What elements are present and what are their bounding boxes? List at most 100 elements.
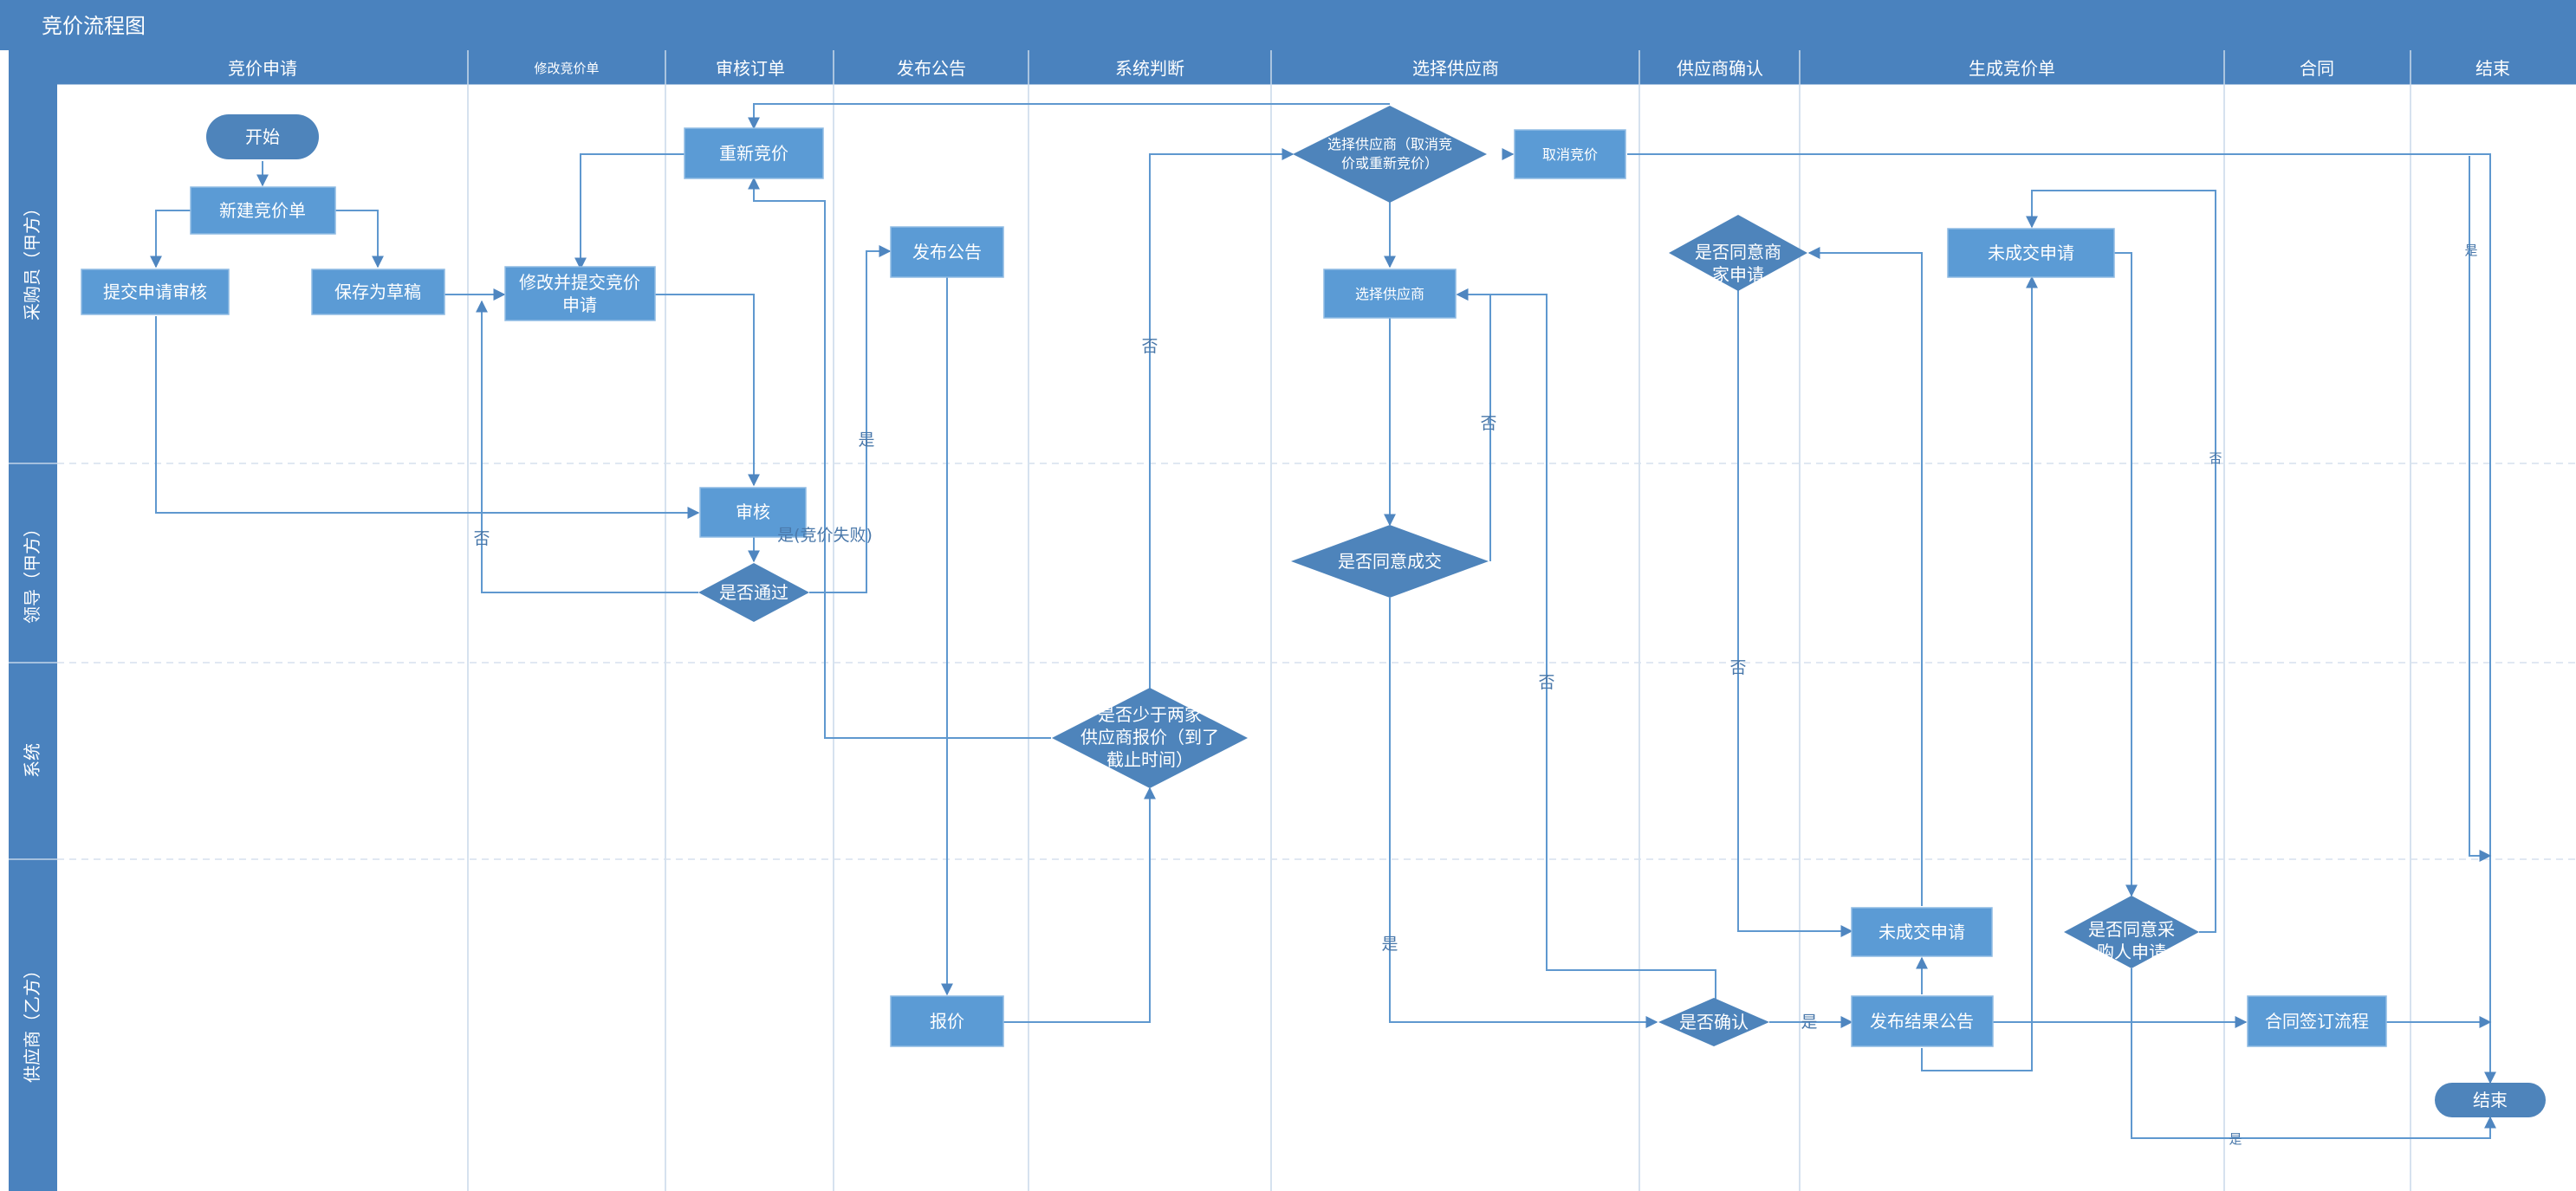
edge-label-no-buyer: 否 [2209,450,2222,466]
column-header-system-judge: 系统判断 [1115,58,1184,79]
select-supplier-node [1323,269,1457,319]
edge-label-yes-publish: 是 [858,430,874,450]
edge-rebid-modify [574,153,685,270]
system-check-label-2: 供应商报价（到了 [1080,727,1219,748]
contract-label: 合同签订流程 [2265,1011,2369,1032]
edge-result-loop [1921,275,2038,1071]
edge-label-no-confirm: 否 [1538,673,1554,692]
modify-submit-node [504,266,656,321]
start-label: 开始 [245,126,280,147]
pass-decision-label: 是否通过 [719,582,788,603]
submit-review-label: 提交申请审核 [103,282,207,302]
failed-request-bottom-label: 未成交申请 [1878,922,1965,942]
edge-agree-yes [1389,598,1658,1028]
system-check-label-1: 是否少于两家 [1098,704,1202,725]
column-header-generate-bid: 生成竞价单 [1969,58,2055,79]
cancel-bid-label: 取消竞价 [1542,146,1598,163]
edge-label-no-modify: 否 [473,529,490,548]
select-supplier-label: 选择供应商 [1355,286,1424,302]
edge-sys-no-select [1149,148,1294,689]
confirm-decision-label: 是否确认 [1679,1012,1749,1032]
edge-side-end [2469,156,2492,862]
system-check-decision [1052,688,1248,788]
edge-label-yes-cancel: 是 [2464,243,2477,258]
select-action-label-1: 选择供应商（取消竞 [1327,136,1452,152]
save-draft-label: 保存为草稿 [334,282,421,302]
edge-label-yes-confirm: 是 [1801,1013,1817,1032]
edge-sys-yes-rebid [748,177,1051,739]
edge-select-top-rebid [748,103,1390,130]
edge-label-yes-deal: 是 [1381,935,1398,954]
start-node [206,114,319,159]
quote-label: 报价 [930,1011,964,1032]
edge-cancel-end [1627,153,2496,1084]
agree-deal-decision [1291,525,1489,598]
failed-request-top-node [1947,228,2115,278]
publish-result-node [1851,995,1994,1047]
lane-label-leader: 领导（甲方） [22,520,42,624]
agree-buyer-label-2: 购人申请 [2097,942,2166,962]
publish-notice-node [890,226,1004,278]
rebid-node [684,127,824,179]
agree-buyer-decision [2064,896,2199,968]
system-check-label-3: 截止时间） [1106,749,1193,770]
review-label: 审核 [736,502,770,522]
edges [150,103,2496,1139]
edge-buyer-yes [2131,968,2496,1139]
agree-supplier-label-2: 家申请 [1712,264,1764,285]
column-header-supplier-confirm: 供应商确认 [1677,58,1763,79]
column-header-publish-notice: 发布公告 [897,58,966,79]
failed-request-top-label: 未成交申请 [1988,243,2074,263]
agree-supplier-decision [1669,215,1807,291]
edge-buyer-no [2026,190,2216,933]
diagram-title: 竞价流程图 [42,14,146,38]
edge-new-submit [150,210,191,269]
column-header-select-supplier: 选择供应商 [1412,58,1499,79]
edge-label-no-rebid: 否 [1141,337,1158,356]
review-node [699,487,807,538]
modify-submit-label-1: 修改并提交竞价 [519,272,640,293]
agree-supplier-label-1: 是否同意商 [1695,242,1781,262]
modify-submit-label-2: 申请 [562,295,597,315]
lane-header-bar [9,50,57,1191]
edge-new-draft [335,210,384,269]
edge-fail-bottom-agree [1807,247,1923,906]
edge-label-yes-fail: 是(竞价失败) [777,526,873,545]
column-header-bid-apply: 竞价申请 [228,58,297,79]
column-header-end: 结束 [2475,58,2510,79]
lane-label-system: 系统 [22,743,42,778]
edge-pass-no [476,300,698,593]
publish-notice-label: 发布公告 [912,242,982,262]
save-draft-node [311,269,445,315]
submit-review-node [81,269,230,315]
edge-agree-supplier-no [1737,260,1853,937]
column-header-modify-bid: 修改竞价单 [534,61,599,76]
pass-decision [698,563,809,622]
select-action-decision [1293,106,1487,203]
new-bid-label: 新建竞价单 [219,200,306,221]
column-header-bar [9,50,2576,85]
column-header-review-order: 审核订单 [716,58,785,79]
edge-confirm-no [1456,288,1716,1000]
new-bid-node [190,186,336,235]
end-label: 结束 [2473,1090,2508,1110]
cancel-bid-node [1514,129,1626,179]
edge-label-yes-buyer: 是 [2229,1131,2242,1147]
edge-fail-top-buyer [2114,252,2138,897]
select-action-label-2: 价或重新竞价） [1341,155,1438,172]
edge-modify-review [655,294,760,487]
rebid-label: 重新竞价 [719,143,788,164]
edge-submit-review [155,316,700,519]
agree-deal-label: 是否同意成交 [1338,551,1442,572]
confirm-decision [1658,998,1769,1046]
quote-node [890,995,1004,1047]
title-bar [0,0,2576,50]
contract-node [2247,995,2387,1047]
lane-label-buyer: 采购员（甲方） [22,199,42,320]
publish-result-label: 发布结果公告 [1870,1011,1974,1032]
edge-quote-sys [1003,786,1156,1023]
edge-label-no-supplier: 否 [1729,658,1746,677]
column-header-contract: 合同 [2300,58,2334,79]
end-node [2435,1083,2546,1117]
